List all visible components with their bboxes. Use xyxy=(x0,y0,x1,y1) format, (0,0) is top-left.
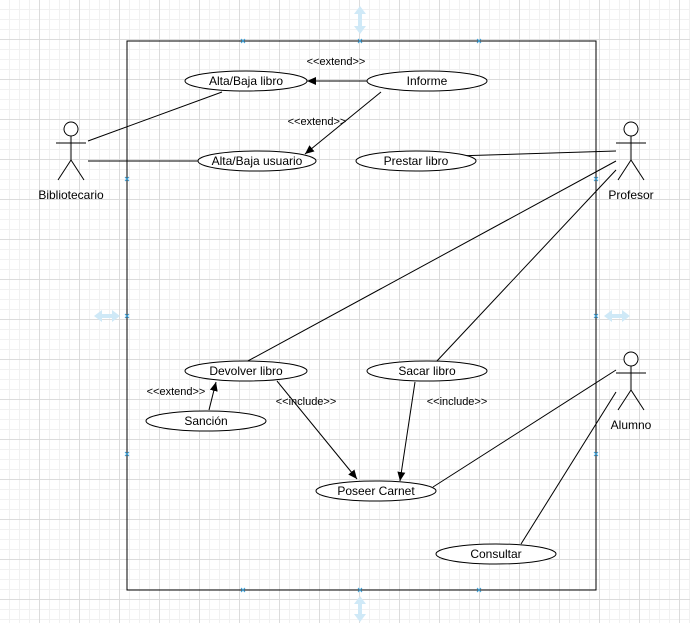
use-case-informe[interactable] xyxy=(366,70,488,92)
assoc-profesor-sacar-libro[interactable] xyxy=(435,169,617,363)
label-consultar: Consultar xyxy=(470,547,521,561)
assoc-alumno-consultar[interactable] xyxy=(520,391,617,545)
actor-alumno[interactable] xyxy=(616,351,646,411)
resize-handle-right[interactable] xyxy=(604,310,630,322)
actor-label-profesor: Profesor xyxy=(608,188,653,202)
assoc-profesor-devolver-libro[interactable] xyxy=(245,160,617,363)
label-informe: Informe xyxy=(407,74,448,88)
stereotype-extend-informe-usuario: <<extend>> xyxy=(288,116,347,128)
actor-label-bibliotecario: Bibliotecario xyxy=(38,188,104,202)
extend-sancion-devolver-libro[interactable] xyxy=(208,381,218,411)
use-case-alta-baja-libro[interactable] xyxy=(184,70,308,92)
use-case-devolver-libro[interactable] xyxy=(184,360,308,382)
use-case-prestar-libro[interactable] xyxy=(355,150,477,172)
actor-profesor[interactable] xyxy=(616,121,646,181)
stereotype-include-devolver: <<include>> xyxy=(276,396,337,408)
use-case-sancion[interactable] xyxy=(145,410,267,432)
actor-bibliotecario[interactable] xyxy=(56,121,86,181)
label-prestar-libro: Prestar libro xyxy=(384,154,449,168)
resize-handle-left[interactable] xyxy=(94,310,120,322)
label-alta-baja-usuario: Alta/Baja usuario xyxy=(212,154,303,168)
resize-handle-bottom[interactable] xyxy=(354,596,366,622)
assoc-alumno-poseer-carnet[interactable] xyxy=(432,369,617,488)
label-poseer-carnet: Poseer Carnet xyxy=(337,484,415,498)
label-alta-baja-libro: Alta/Baja libro xyxy=(209,74,283,88)
label-devolver-libro: Devolver libro xyxy=(209,364,283,378)
label-sancion: Sanción xyxy=(184,414,227,428)
use-case-consultar[interactable] xyxy=(435,543,557,565)
include-sacar-libro-poseer-carnet[interactable] xyxy=(397,381,416,482)
stereotype-extend-sancion: <<extend>> xyxy=(147,386,206,398)
selection-markers xyxy=(124,38,599,593)
use-case-sacar-libro[interactable] xyxy=(366,360,488,382)
system-boundary[interactable] xyxy=(126,40,597,591)
actor-head xyxy=(63,121,79,137)
actor-label-alumno: Alumno xyxy=(611,418,652,432)
use-case-alta-baja-usuario[interactable] xyxy=(197,150,317,172)
actor-head xyxy=(623,121,639,137)
stereotype-include-sacar: <<include>> xyxy=(427,396,488,408)
actor-head xyxy=(623,351,639,367)
resize-handle-top[interactable] xyxy=(354,6,366,34)
assoc-bibliotecario-alta-baja-libro[interactable] xyxy=(87,91,223,142)
include-devolver-libro-poseer-carnet[interactable] xyxy=(276,380,358,480)
label-sacar-libro: Sacar libro xyxy=(398,364,456,378)
assoc-profesor-prestar-libro[interactable] xyxy=(454,150,617,157)
stereotype-extend-informe-libro: <<extend>> xyxy=(307,56,366,68)
extend-informe-alta-baja-usuario[interactable] xyxy=(304,91,382,155)
use-case-poseer-carnet[interactable] xyxy=(315,480,437,502)
